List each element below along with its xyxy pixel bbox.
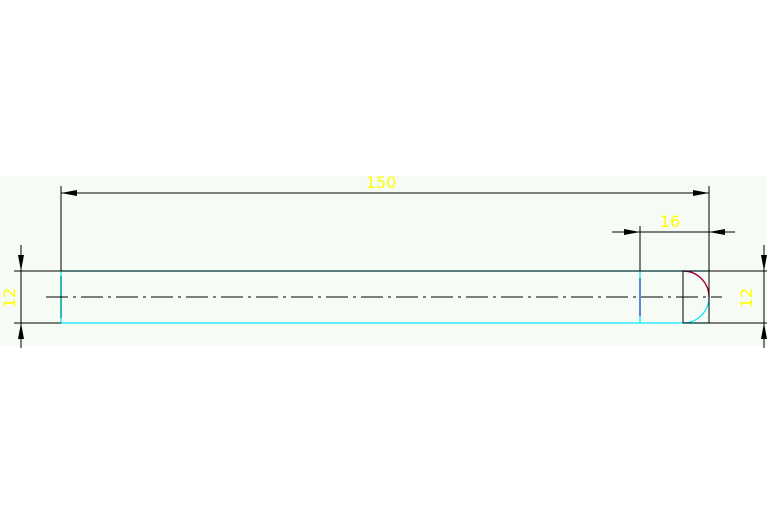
dimension-150: 150 xyxy=(61,173,709,196)
arrowhead-12-right-top xyxy=(761,255,767,271)
dimension-150-label: 150 xyxy=(366,173,397,192)
arrowhead-12-left-bottom xyxy=(18,323,24,339)
arrowhead-150-right xyxy=(693,190,709,196)
arrowhead-16-right xyxy=(709,229,725,235)
arrowhead-12-left-top xyxy=(18,255,24,271)
dimension-12-right: 12 xyxy=(737,245,767,348)
dimension-16-label: 16 xyxy=(660,212,680,231)
dimension-12-right-label: 12 xyxy=(737,288,756,308)
drawing-band xyxy=(0,176,767,346)
dimension-12-left: 12 xyxy=(0,245,24,348)
arrowhead-150-left xyxy=(61,190,77,196)
dimension-12-left-label: 12 xyxy=(0,288,19,308)
dimension-16: 16 xyxy=(612,212,735,235)
arrowhead-12-right-bottom xyxy=(761,323,767,339)
arrowhead-16-left xyxy=(624,229,640,235)
